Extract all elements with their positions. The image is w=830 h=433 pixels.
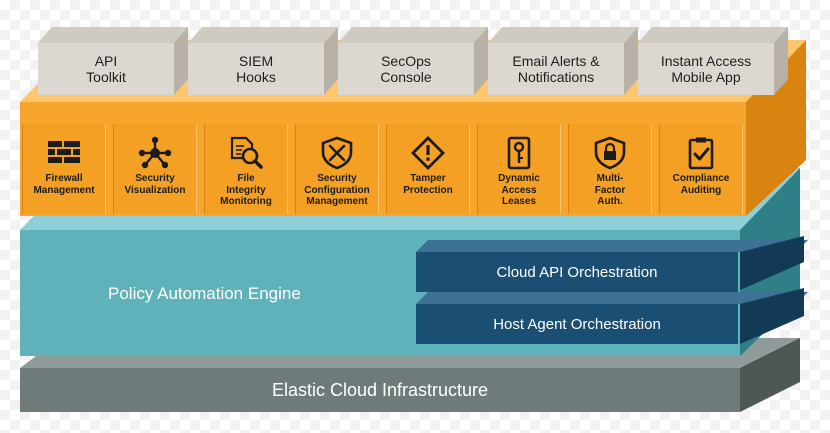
key-card-icon (507, 136, 531, 170)
tile-email-alerts-side (624, 27, 638, 95)
shield-tools-icon (321, 136, 353, 170)
module-label: Tamper Protection (403, 173, 453, 196)
host-agent-orchestration: Host Agent Orchestration (416, 304, 738, 344)
tile-secops-console-side (474, 27, 488, 95)
tile-siem-hooks: SIEM Hooks (188, 43, 324, 95)
module-tamper-protection: Tamper Protection (386, 124, 470, 214)
cloud-api-slab-top (416, 240, 808, 252)
clipboard-check-icon (688, 137, 714, 170)
module-label: Security Configuration Management (304, 173, 370, 207)
module-label: Multi- Factor Auth. (594, 173, 626, 207)
module-compliance-auditing: Compliance Auditing (659, 124, 743, 214)
network-nodes-icon (138, 136, 172, 169)
host-agent-orchestration-label: Host Agent Orchestration (493, 315, 661, 333)
module-dynamic-access-leases: Dynamic Access Leases (477, 124, 561, 214)
file-search-icon (230, 136, 263, 169)
tile-secops-console-top (338, 27, 488, 43)
infrastructure-layer: Elastic Cloud Infrastructure (20, 368, 740, 412)
tile-siem-hooks-top (188, 27, 338, 43)
warning-diamond-icon (411, 136, 445, 170)
module-security-configuration-management: Security Configuration Management (295, 124, 379, 214)
tile-mobile-app-top (638, 27, 788, 43)
tile-api-toolkit-side (174, 27, 188, 95)
module-security-visualization: Security Visualization (113, 124, 197, 214)
tools-layer-lip (20, 102, 746, 120)
tile-email-alerts-top (488, 27, 638, 43)
module-file-integrity-monitoring: File Integrity Monitoring (204, 124, 288, 214)
tile-mobile-app: Instant Access Mobile App (638, 43, 774, 95)
engine-label: Policy Automation Engine (108, 284, 301, 303)
tile-siem-hooks-side (324, 27, 338, 95)
module-firewall-management: Firewall Management (22, 124, 106, 214)
cloud-api-orchestration: Cloud API Orchestration (416, 252, 738, 292)
module-multi-factor-auth: Multi- Factor Auth. (568, 124, 652, 214)
host-agent-slab-top (416, 292, 808, 304)
lock-shield-icon (594, 136, 626, 170)
module-label: File Integrity Monitoring (220, 173, 272, 207)
module-label: Firewall Management (33, 173, 95, 196)
tile-mobile-app-side (774, 27, 788, 95)
firewall-icon (48, 141, 80, 163)
module-label: Security Visualization (124, 173, 186, 196)
infrastructure-label: Elastic Cloud Infrastructure (271, 379, 489, 400)
tile-api-toolkit-top (38, 27, 188, 43)
tile-email-alerts: Email Alerts & Notifications (488, 43, 624, 95)
module-label: Compliance Auditing (672, 173, 730, 196)
module-label: Dynamic Access Leases (498, 173, 540, 207)
tile-api-toolkit: API Toolkit (38, 43, 174, 95)
cloud-api-orchestration-label: Cloud API Orchestration (496, 263, 658, 281)
tile-secops-console: SecOps Console (338, 43, 474, 95)
